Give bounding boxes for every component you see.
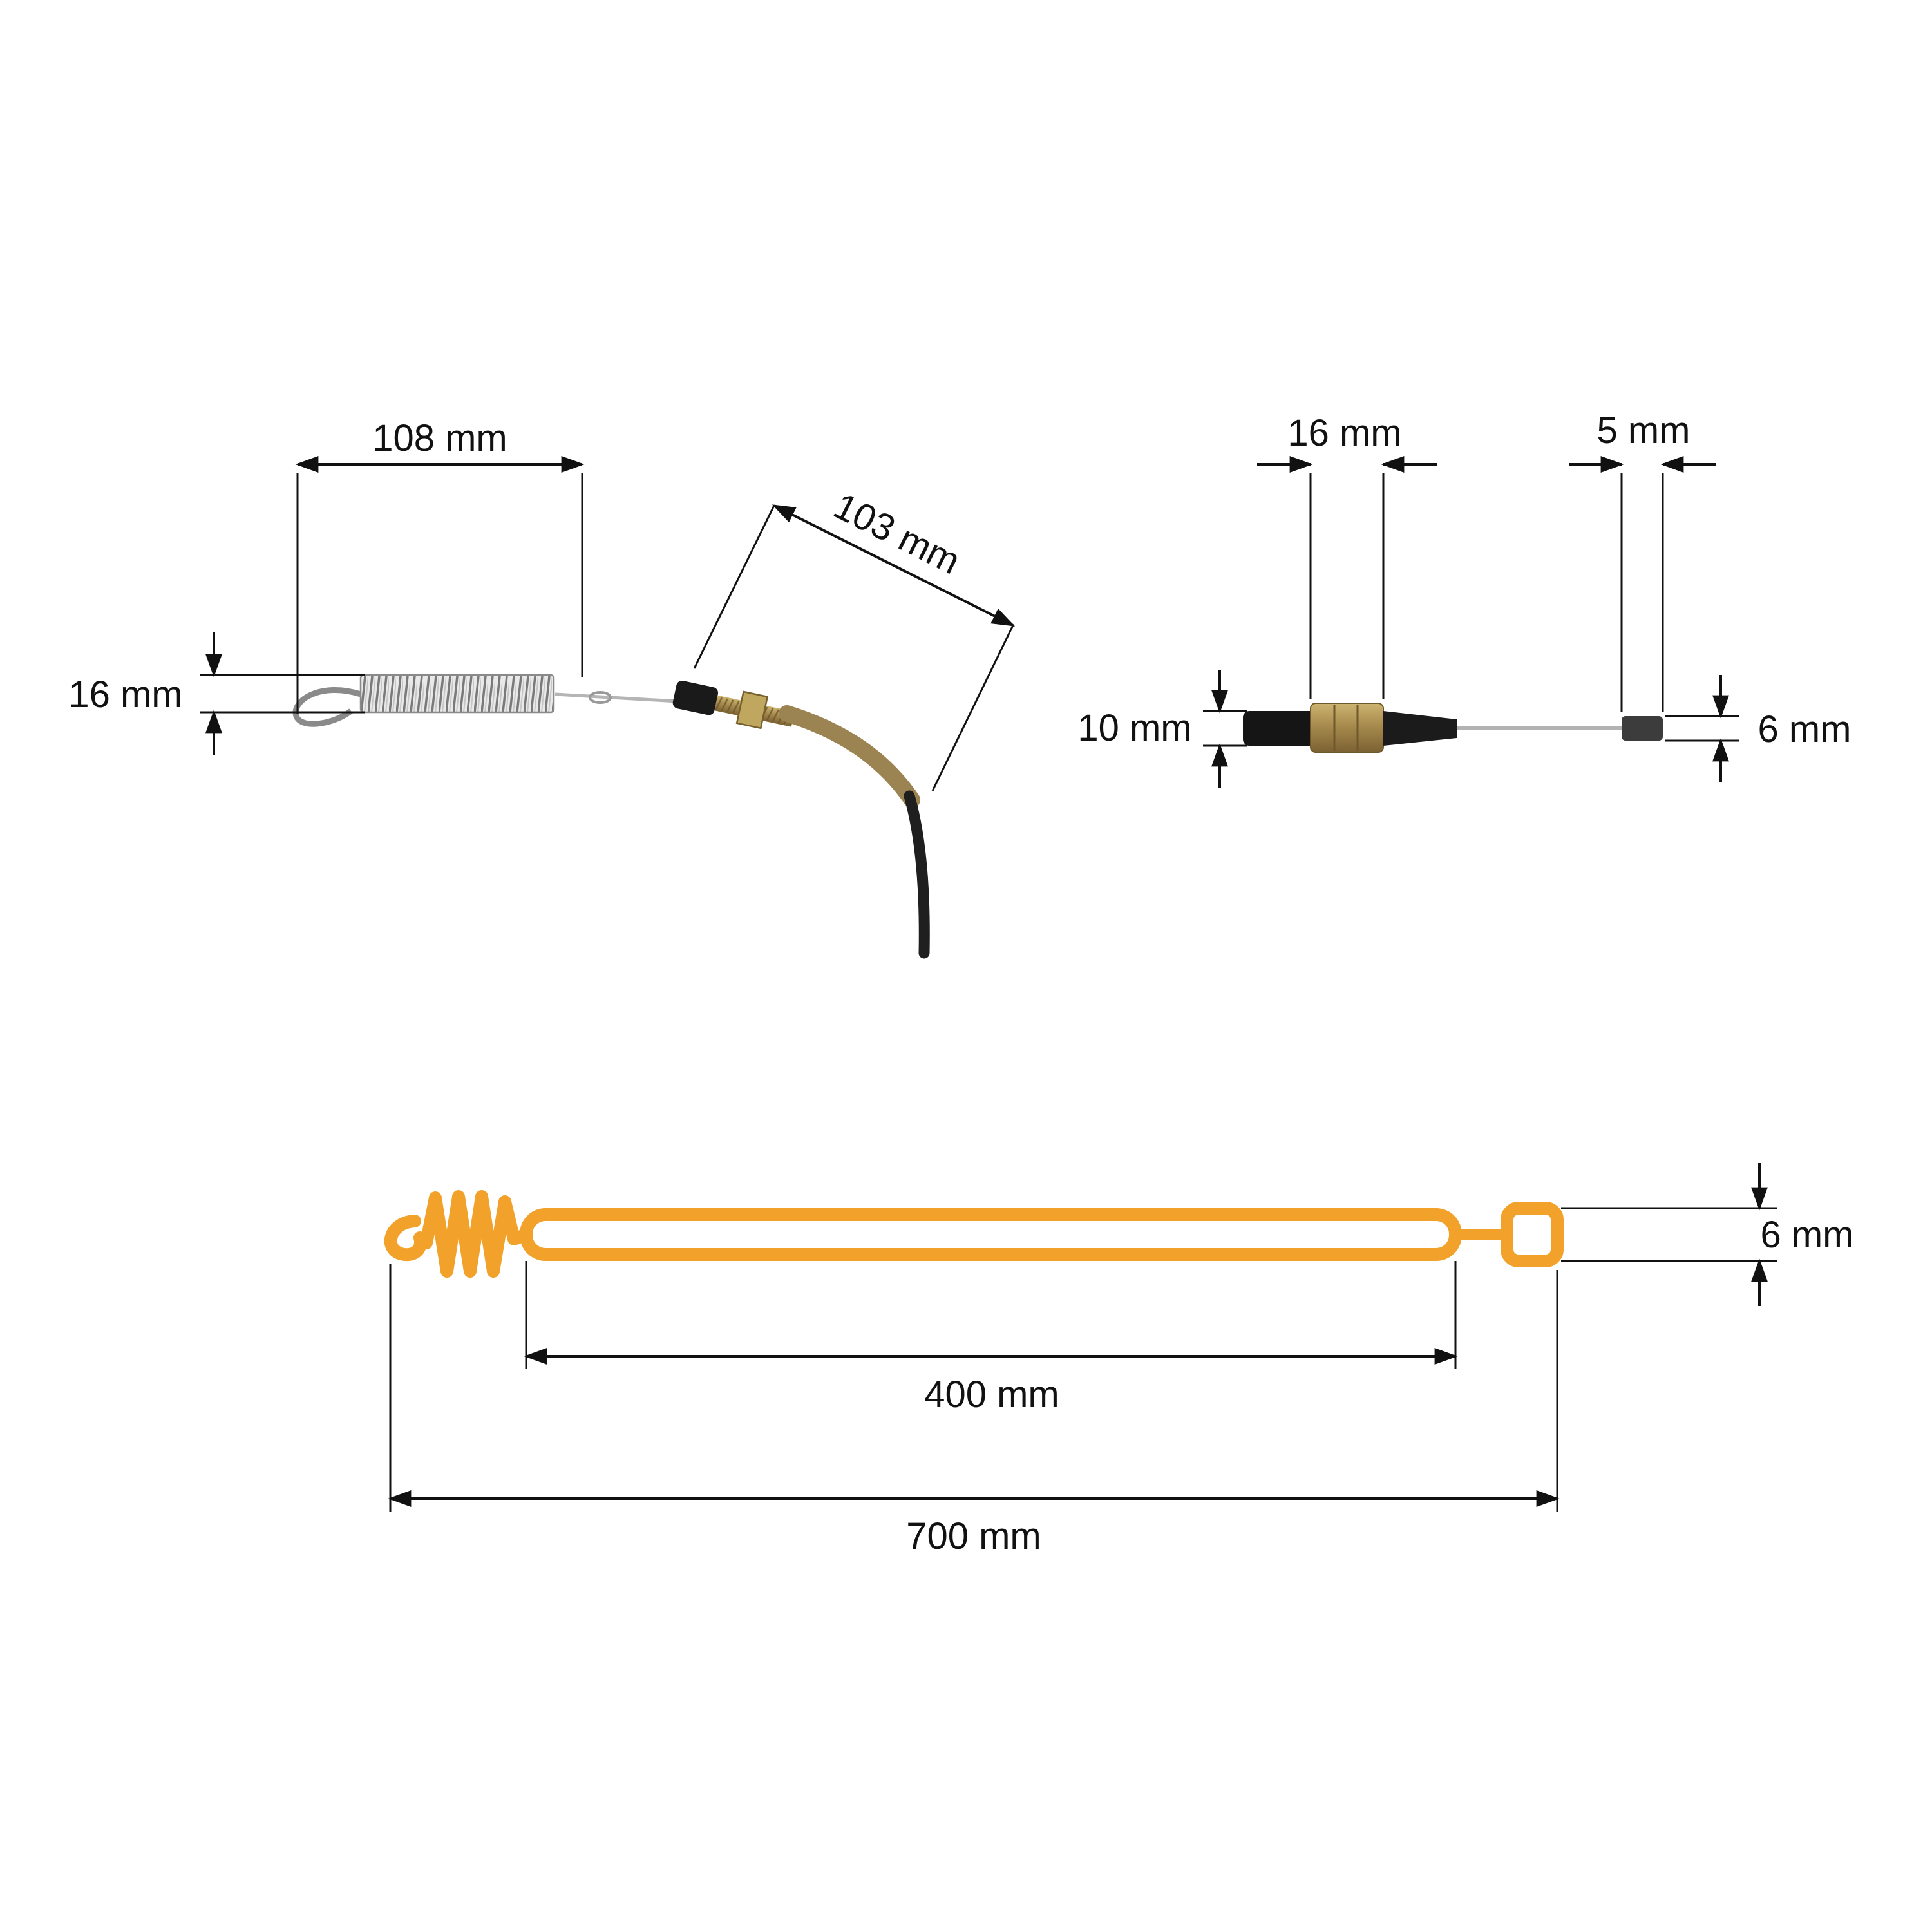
dim-16-left-label: 16 mm bbox=[68, 674, 182, 715]
cable-end-cap bbox=[672, 680, 719, 715]
top-left-cable-end-diagram: 108 mm 16 mm 103 mm bbox=[68, 417, 1016, 959]
black-cable-tail bbox=[904, 790, 930, 959]
dim-6-bottom-label: 6 mm bbox=[1761, 1214, 1854, 1256]
dim-700-label: 700 mm bbox=[906, 1515, 1041, 1557]
hex-nut bbox=[735, 690, 769, 730]
dim-10-label: 10 mm bbox=[1077, 707, 1191, 749]
spring-hook bbox=[292, 687, 362, 727]
schematic-hook bbox=[384, 1215, 427, 1262]
dim-108-label: 108 mm bbox=[372, 417, 507, 459]
dimension-line-103 bbox=[772, 504, 1016, 627]
extension-line bbox=[931, 625, 1014, 791]
bottom-schematic-diagram: 6 mm 400 mm 700 mm bbox=[384, 1163, 1854, 1557]
black-taper bbox=[1383, 711, 1457, 746]
wire-end-cap bbox=[1622, 716, 1663, 741]
throttle-fitting bbox=[672, 680, 795, 730]
black-sleeve bbox=[1243, 711, 1318, 746]
brass-barrel-adjuster bbox=[1310, 703, 1384, 753]
dim-16-right-label: 16 mm bbox=[1287, 412, 1401, 454]
dim-6-right-label: 6 mm bbox=[1758, 708, 1852, 750]
extension-line bbox=[693, 505, 775, 669]
schematic-end-barrel bbox=[1501, 1202, 1564, 1267]
top-right-cable-end-diagram: 16 mm 5 mm 10 mm 6 mm bbox=[1077, 410, 1852, 788]
dim-400-label: 400 mm bbox=[924, 1374, 1059, 1416]
schematic-outer-sheath bbox=[520, 1208, 1462, 1261]
bent-brass-tube bbox=[779, 705, 920, 808]
dim-5-label: 5 mm bbox=[1597, 410, 1690, 451]
inner-wire bbox=[554, 692, 678, 703]
wire-crimp-loop bbox=[589, 691, 612, 704]
tension-spring bbox=[359, 674, 555, 714]
schematic-spring bbox=[420, 1190, 533, 1278]
